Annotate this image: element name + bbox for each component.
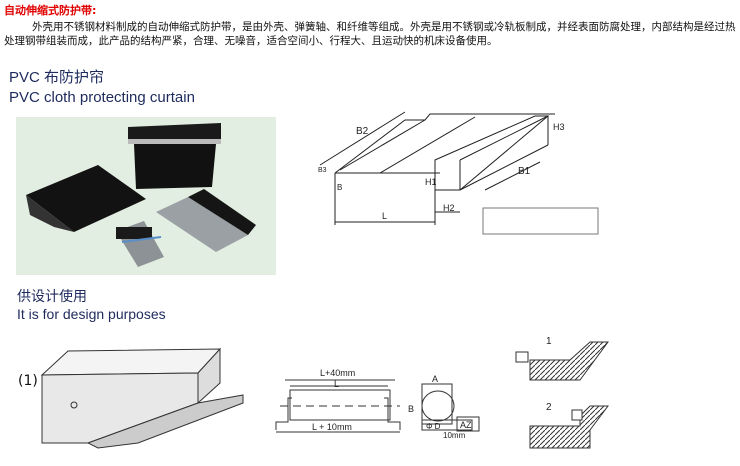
label-2: 2 [546,402,552,413]
mounting-drawing: 1 2 [515,336,609,449]
label-l10: L + 10mm [312,422,352,432]
label-b3: B3 [318,167,327,174]
label-l40: L+40mm [320,368,355,378]
label-l: L [334,379,339,389]
label-phid: Φ D [426,422,441,431]
label-10mm: 10mm [443,431,466,440]
label-h1: H1 [425,177,437,187]
label-b1: B1 [518,166,531,177]
label-az: AZ [460,420,472,430]
design-heading-cn: 供设计使用 [17,288,87,304]
label-h3: H3 [553,122,565,132]
pvc-heading-cn: PVC 布防护帘 [9,69,105,86]
label-l: L [382,211,387,221]
label-a: A [432,374,438,384]
design-heading-en: It is for design purposes [17,306,166,322]
figure-label: (1) [18,373,38,389]
label-b: B [408,404,414,414]
label-b: B [337,183,342,192]
section-title: 自动伸缩式防护带: [4,4,97,17]
pvc-heading-en: PVC cloth protecting curtain [9,89,195,106]
product-photo [16,117,276,275]
label-h2: H2 [443,203,455,213]
housing-drawing [40,347,244,449]
roller-drawing: L+40mm L L + 10mm A B Φ D AZ 10mm [275,368,480,440]
label-1: 1 [546,336,552,347]
description-paragraph: 外壳用不锈钢材料制成的自动伸缩式防护带，是由外壳、弹簧轴、和纤维等组成。外壳是用… [4,21,736,47]
dimension-drawing-pvc: B2 B1 H1 H2 H3 L B B3 [318,111,599,235]
label-b2: B2 [356,126,369,137]
